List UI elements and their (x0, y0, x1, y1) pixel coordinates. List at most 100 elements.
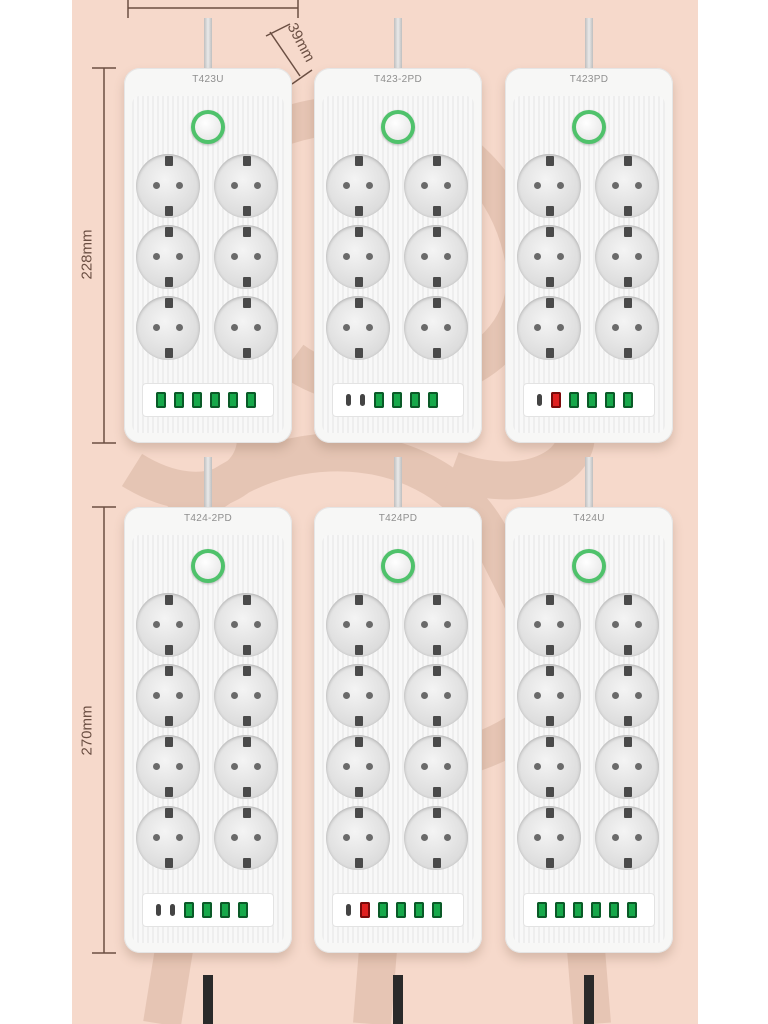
ground-clip (624, 645, 632, 655)
socket-pin (176, 253, 183, 260)
ground-clip (546, 227, 554, 237)
ground-clip (243, 737, 251, 747)
model-label: T424PD (378, 513, 418, 524)
model-label: T423PD (569, 74, 609, 85)
ground-clip (355, 595, 363, 605)
power-cord (394, 457, 402, 509)
ground-clip (546, 666, 554, 676)
socket-pin (366, 253, 373, 260)
ground-clip (546, 787, 554, 797)
ground-clip (546, 645, 554, 655)
ground-clip (624, 858, 632, 868)
ground-clip (243, 277, 251, 287)
ground-clip (624, 666, 632, 676)
power-switch[interactable] (572, 110, 606, 144)
ground-clip (624, 206, 632, 216)
usb-a-port (374, 392, 384, 408)
socket-pin (231, 621, 238, 628)
socket-pin (444, 324, 451, 331)
power-switch[interactable] (572, 549, 606, 583)
pd-fast-charge-port (551, 392, 561, 408)
ground-clip (624, 808, 632, 818)
socket-pin (254, 692, 261, 699)
ground-clip (433, 645, 441, 655)
usb-a-port (174, 392, 184, 408)
usb-a-port (591, 902, 601, 918)
ac-socket (214, 664, 278, 728)
socket-pin (635, 324, 642, 331)
ac-socket (136, 806, 200, 870)
socket-pin (534, 763, 541, 770)
socket-pin (444, 763, 451, 770)
ground-clip (546, 206, 554, 216)
ground-clip (355, 666, 363, 676)
ground-clip (165, 227, 173, 237)
ground-clip (355, 277, 363, 287)
usb-a-port (410, 392, 420, 408)
ac-socket (404, 664, 468, 728)
socket-pin (557, 253, 564, 260)
socket-pin (366, 621, 373, 628)
usb-a-port (537, 902, 547, 918)
ac-socket (136, 225, 200, 289)
ground-clip (624, 787, 632, 797)
power-cord (585, 18, 593, 70)
socket-pin (366, 692, 373, 699)
usb-a-port (414, 902, 424, 918)
ac-socket (326, 296, 390, 360)
power-switch[interactable] (381, 549, 415, 583)
power-switch[interactable] (381, 110, 415, 144)
socket-pin (176, 324, 183, 331)
ground-clip (355, 737, 363, 747)
height-228-dimension-label: 228mm (78, 229, 96, 280)
usb-a-port (246, 392, 256, 408)
ac-socket (404, 225, 468, 289)
ground-clip (165, 156, 173, 166)
ac-socket (326, 806, 390, 870)
usb-a-port (609, 902, 619, 918)
socket-pin (612, 324, 619, 331)
ground-clip (355, 787, 363, 797)
usb-port-panel (332, 383, 464, 417)
ground-clip (165, 348, 173, 358)
usb-a-port (210, 392, 220, 408)
socket-pin (153, 621, 160, 628)
socket-pin (612, 253, 619, 260)
socket-pin (421, 621, 428, 628)
ground-clip (433, 298, 441, 308)
usb-a-port (184, 902, 194, 918)
ac-socket (326, 225, 390, 289)
power-switch[interactable] (191, 549, 225, 583)
ac-socket (214, 735, 278, 799)
socket-pin (343, 692, 350, 699)
ground-clip (165, 737, 173, 747)
socket-pin (254, 253, 261, 260)
socket-pin (444, 182, 451, 189)
usb-a-port (220, 902, 230, 918)
socket-pin (231, 763, 238, 770)
power-strip: T424U (505, 507, 673, 953)
socket-pin (635, 763, 642, 770)
ac-socket (214, 593, 278, 657)
socket-pin (635, 834, 642, 841)
socket-pin (343, 834, 350, 841)
socket-pin (153, 692, 160, 699)
ground-clip (355, 298, 363, 308)
ground-clip (243, 787, 251, 797)
ground-clip (624, 716, 632, 726)
usb-a-port (623, 392, 633, 408)
ac-socket (595, 664, 659, 728)
socket-pin (153, 763, 160, 770)
ground-clip (165, 206, 173, 216)
power-switch[interactable] (191, 110, 225, 144)
socket-pin (231, 182, 238, 189)
power-cord (585, 457, 593, 509)
ac-socket (404, 593, 468, 657)
socket-pin (176, 621, 183, 628)
socket-pin (612, 182, 619, 189)
ground-clip (433, 277, 441, 287)
ground-clip (243, 206, 251, 216)
ground-clip (624, 156, 632, 166)
socket-pin (254, 834, 261, 841)
